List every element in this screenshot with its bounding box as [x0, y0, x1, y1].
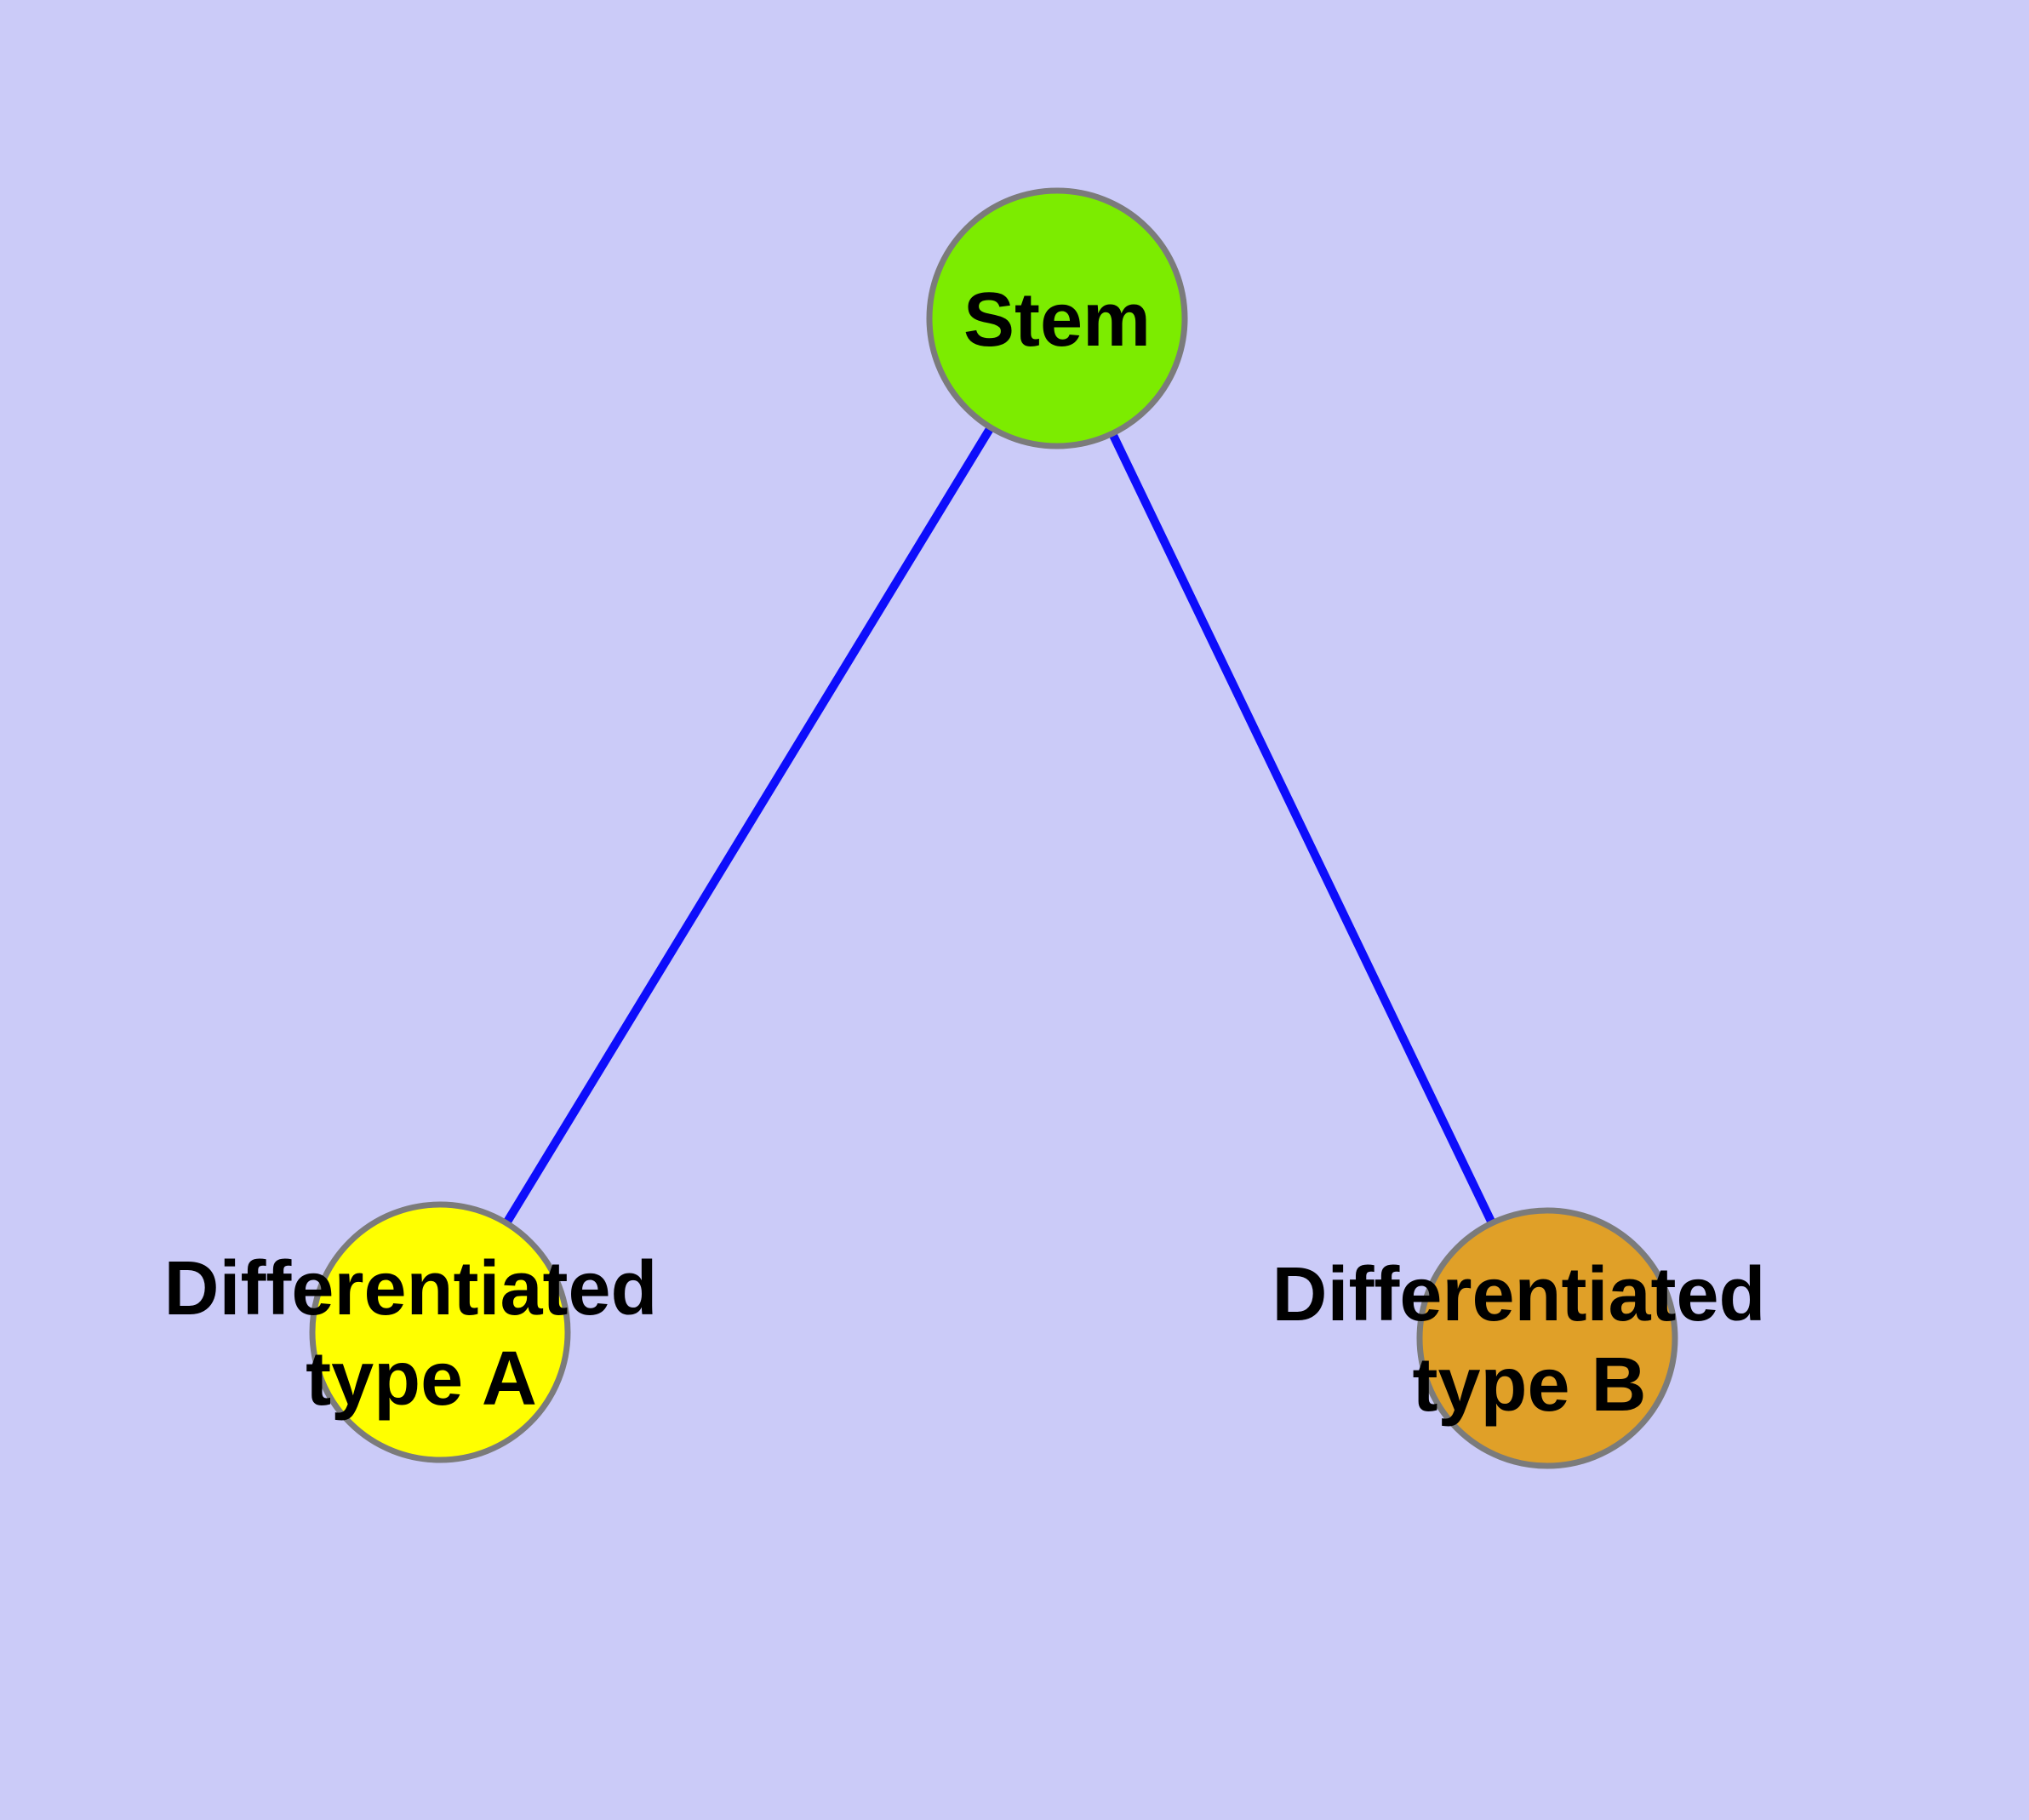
node-stem[interactable] — [926, 187, 1188, 449]
node-stem-label: Stem — [963, 278, 1151, 363]
node-differentiated-type-b-label: Differentiated type B — [1272, 1252, 1786, 1428]
edge-stem-to-type-a[interactable] — [436, 316, 1061, 1335]
node-stem-label-line: Stem — [963, 278, 1151, 363]
node-differentiated-type-b-label-line-2: type B — [1412, 1342, 1646, 1428]
node-differentiated-type-b-label-line-1: Differentiated — [1272, 1252, 1765, 1337]
node-differentiated-type-a-label-line-2: type A — [306, 1336, 537, 1422]
node-differentiated-type-a-label-line-1: Differentiated — [163, 1246, 657, 1331]
node-differentiated-type-b[interactable] — [1416, 1207, 1678, 1469]
node-differentiated-type-a-label: Differentiated type A — [163, 1246, 678, 1422]
node-differentiated-type-a[interactable] — [309, 1201, 571, 1463]
edge-stem-to-type-b[interactable] — [1053, 316, 1552, 1341]
